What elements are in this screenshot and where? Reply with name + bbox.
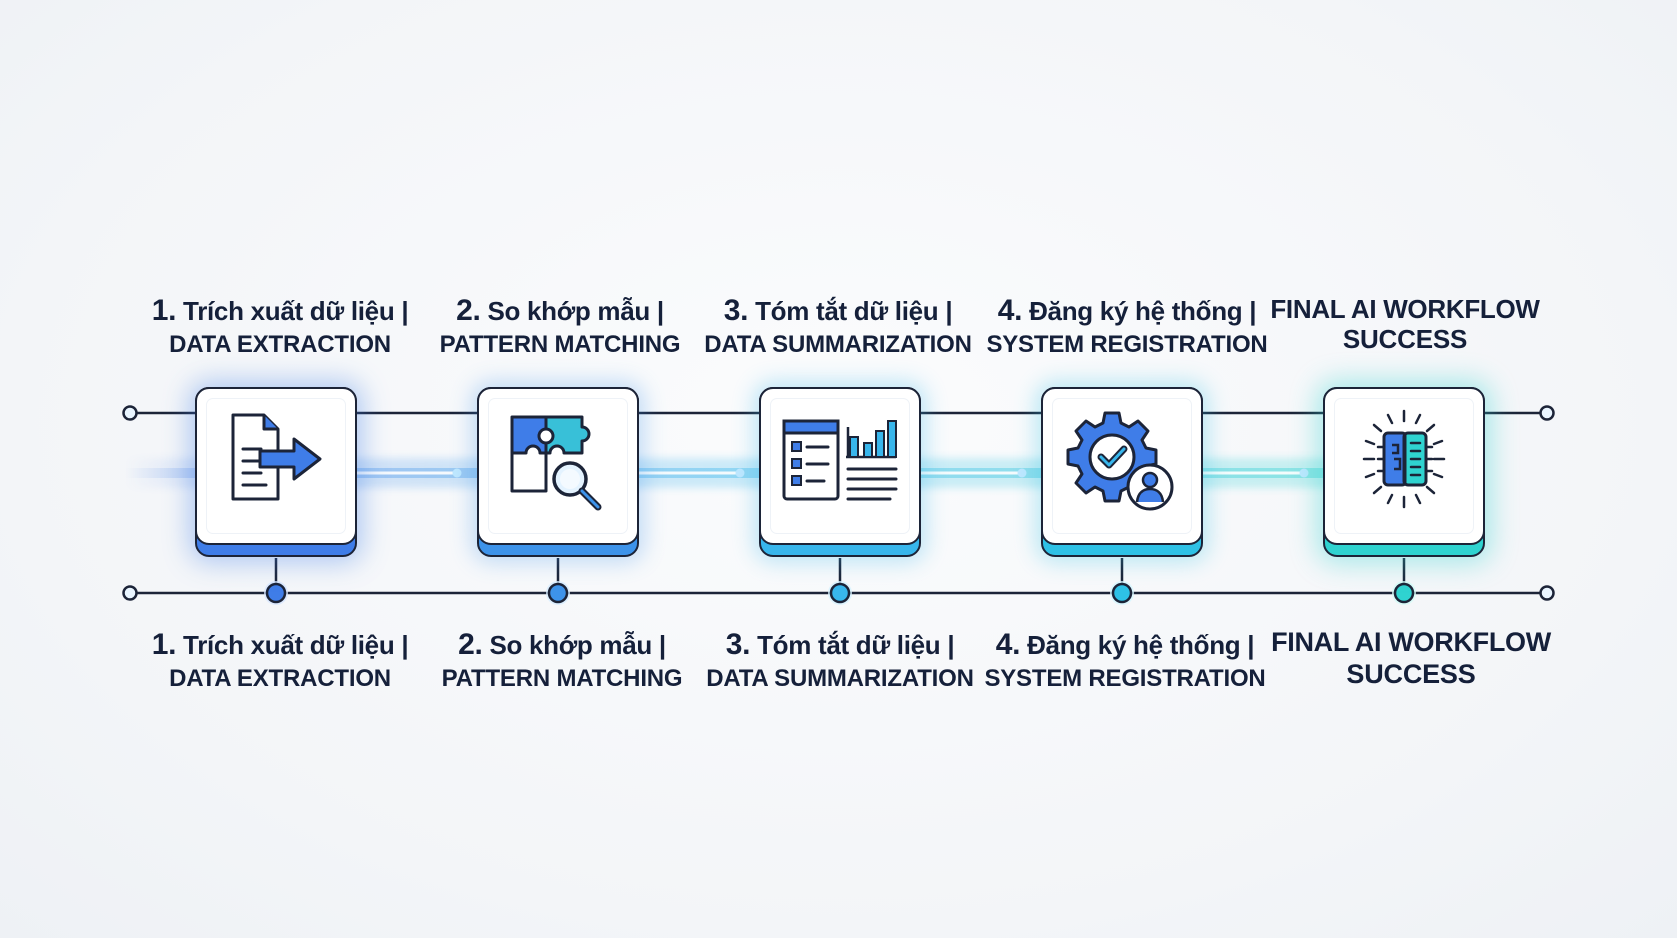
gear-user-icon <box>1066 411 1174 511</box>
step-2-card <box>477 387 639 557</box>
step-5-bottom-label: FINAL AI WORKFLOW SUCCESS <box>1261 626 1561 690</box>
step-node-1 <box>264 581 288 605</box>
step-4-english-title: SYSTEM REGISTRATION <box>986 331 1268 358</box>
step-2-number: 2. <box>456 294 481 327</box>
step-node-5 <box>1392 581 1416 605</box>
bottom-rail-start-node <box>122 585 138 601</box>
final-title-line-1: FINAL AI WORKFLOW <box>1270 294 1540 324</box>
step-3-bottom-label: 3. Tóm tắt dữ liệu | DATA SUMMARIZATION <box>690 628 990 696</box>
step-node-2 <box>546 581 570 605</box>
document-export-icon <box>231 413 322 501</box>
step-5-top-label: FINAL AI WORKFLOW SUCCESS <box>1255 294 1555 354</box>
step-3-english-title: DATA SUMMARIZATION <box>704 331 972 358</box>
step-node-3 <box>828 581 852 605</box>
step-1-top-label: 1. Trích xuất dữ liệu | DATA EXTRACTION <box>130 294 430 362</box>
step-2-english-title: PATTERN MATCHING <box>439 331 681 358</box>
step-4-english-title-bottom: SYSTEM REGISTRATION <box>984 665 1266 692</box>
step-5-card <box>1323 387 1485 557</box>
step-4-number: 4. <box>997 294 1023 327</box>
step-4-card <box>1041 387 1203 557</box>
step-4-vietnamese-title: Đăng ký hệ thống | <box>1029 296 1257 326</box>
step-2-number-bottom: 2. <box>458 628 483 661</box>
step-1-number-bottom: 1. <box>151 628 177 661</box>
step-1-card <box>195 387 357 557</box>
step-3-vietnamese-title-bottom: Tóm tắt dữ liệu | <box>757 630 955 660</box>
step-2-vietnamese-title: So khớp mẫu | <box>487 296 664 326</box>
step-1-english-title: DATA EXTRACTION <box>169 331 391 358</box>
ai-chip-success-icon <box>1362 409 1446 509</box>
final-title-line-1-bottom: FINAL AI WORKFLOW <box>1271 627 1551 657</box>
step-1-vietnamese-title-bottom: Trích xuất dữ liệu | <box>183 630 409 660</box>
step-4-bottom-label: 4. Đăng ký hệ thống | SYSTEM REGISTRATIO… <box>975 628 1275 696</box>
step-4-top-label: 4. Đăng ký hệ thống | SYSTEM REGISTRATIO… <box>977 294 1277 362</box>
step-4-vietnamese-title-bottom: Đăng ký hệ thống | <box>1027 630 1255 660</box>
step-1-english-title-bottom: DATA EXTRACTION <box>169 665 391 692</box>
step-3-card <box>759 387 921 557</box>
step-2-top-label: 2. So khớp mẫu | PATTERN MATCHING <box>410 294 710 362</box>
step-3-vietnamese-title: Tóm tắt dữ liệu | <box>755 296 953 326</box>
step-4-number-bottom: 4. <box>995 628 1021 661</box>
step-3-number-bottom: 3. <box>725 628 751 661</box>
puzzle-search-icon <box>510 415 602 511</box>
step-3-number: 3. <box>723 294 749 327</box>
bottom-rail-end-node <box>1539 585 1555 601</box>
step-node-4 <box>1110 581 1134 605</box>
final-title-line-2: SUCCESS <box>1342 324 1468 354</box>
final-title-line-2-bottom: SUCCESS <box>1346 659 1476 689</box>
step-1-bottom-label: 1. Trích xuất dữ liệu | DATA EXTRACTION <box>130 628 430 696</box>
step-3-english-title-bottom: DATA SUMMARIZATION <box>706 665 974 692</box>
step-1-number: 1. <box>151 294 177 327</box>
step-2-vietnamese-title-bottom: So khớp mẫu | <box>489 630 666 660</box>
top-rail-end-node <box>1539 405 1555 421</box>
step-2-english-title-bottom: PATTERN MATCHING <box>441 665 683 692</box>
top-rail-start-node <box>122 405 138 421</box>
report-chart-icon <box>782 419 898 501</box>
step-2-bottom-label: 2. So khớp mẫu | PATTERN MATCHING <box>412 628 712 696</box>
step-3-top-label: 3. Tóm tắt dữ liệu | DATA SUMMARIZATION <box>688 294 988 362</box>
step-1-vietnamese-title: Trích xuất dữ liệu | <box>183 296 409 326</box>
